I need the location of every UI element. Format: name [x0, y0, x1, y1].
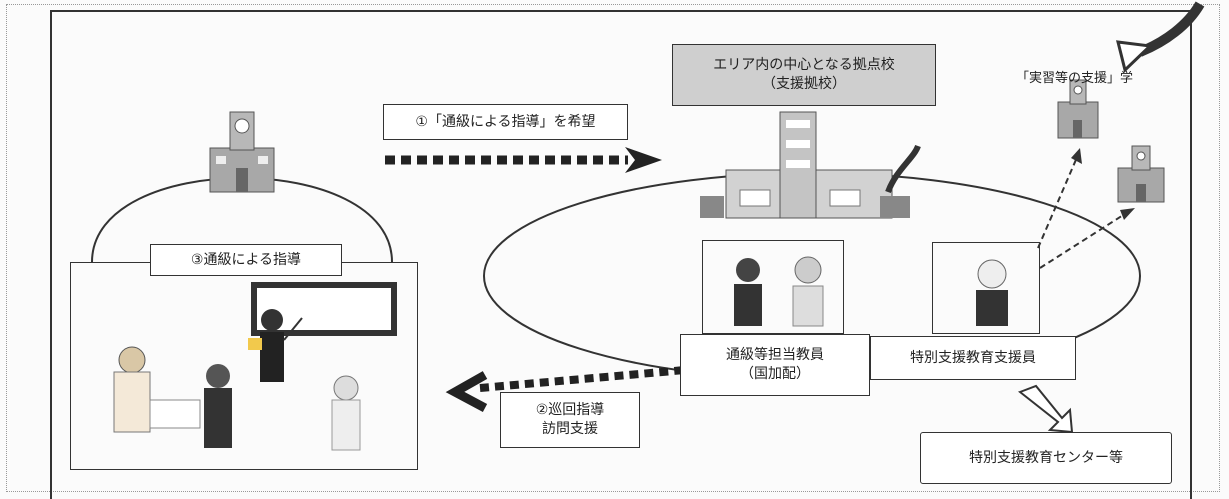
itinerant-arrow-line	[479, 366, 686, 392]
itinerant-arrow-head	[445, 371, 488, 412]
practice-support-label: 「実習等の支援」学	[1016, 52, 1133, 86]
dashed-arrow-2	[1039, 211, 1129, 269]
itinerant-line1: ②巡回指導	[535, 402, 605, 419]
request-label-text: ①「通級による指導」を希望	[415, 113, 596, 130]
guidance-label-text: ③通級による指導	[190, 251, 302, 268]
request-label: ①「通級による指導」を希望	[383, 104, 628, 140]
hub-school-title: エリア内の中心となる拠点校 （支援拠校）	[672, 44, 936, 106]
diagram-frame	[50, 10, 1192, 499]
hub-title-line1: エリア内の中心となる拠点校	[713, 57, 895, 74]
regular-teacher-portrait-frame	[702, 240, 844, 334]
itinerant-label: ②巡回指導 訪問支援	[500, 392, 640, 448]
practice-support-text: 「実習等の支援」学	[1016, 71, 1134, 86]
guidance-label: ③通級による指導	[150, 244, 342, 276]
student-figures	[113, 346, 361, 451]
dashed-arrow-1	[1037, 154, 1079, 249]
hub-title-line2: （支援拠校）	[762, 76, 846, 92]
teacher-portraits	[734, 256, 1008, 327]
regular-teacher-label: 通級等担当教員 （国加配）	[680, 334, 870, 396]
special-teacher-label: 特別支援教育支援員	[870, 336, 1076, 380]
outer-dotted-border	[6, 4, 1220, 492]
center-arrow	[1017, 384, 1074, 434]
school-icon-small-2	[1117, 145, 1165, 203]
hub-school-building	[700, 111, 921, 219]
top-arrow-head	[1116, 40, 1154, 73]
school-icon-small-1	[1057, 79, 1099, 139]
school-icon-left	[209, 111, 275, 193]
special-education-center: 特別支援教育センター等	[920, 432, 1172, 484]
regular-teacher-line1: 通級等担当教員	[726, 347, 824, 364]
regular-teacher-line2: （国加配）	[740, 366, 810, 382]
itinerant-line2: 訪問支援	[542, 421, 598, 437]
center-text: 特別支援教育センター等	[969, 449, 1123, 466]
special-teacher-text: 特別支援教育支援員	[910, 349, 1036, 366]
guidance-area	[70, 262, 418, 470]
teacher-figure	[248, 309, 303, 382]
request-arrow-head	[625, 147, 662, 173]
special-teacher-portrait-frame	[932, 242, 1040, 334]
